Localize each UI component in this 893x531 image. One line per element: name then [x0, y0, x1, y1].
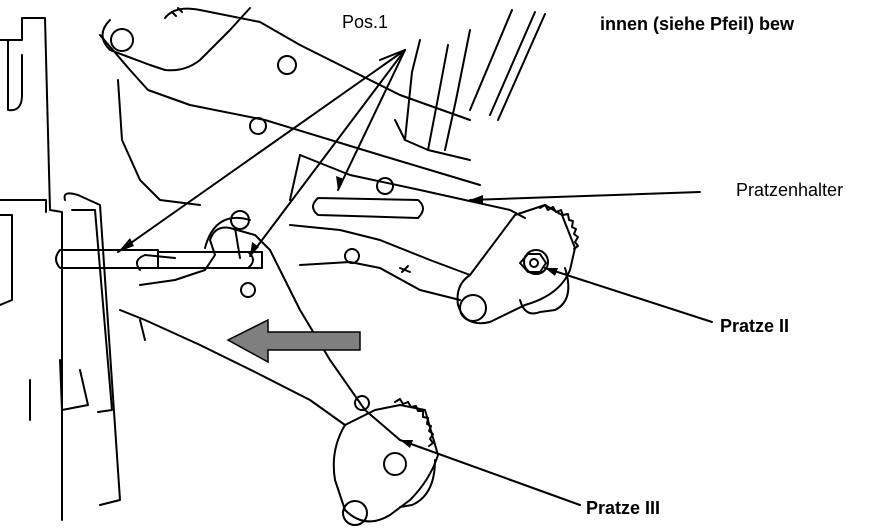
heading-text: innen (siehe Pfeil) bew	[600, 14, 795, 34]
direction-arrow	[226, 318, 361, 364]
pratze-iii-part	[332, 395, 439, 526]
pins	[55, 197, 424, 269]
pratze-ii-part	[456, 204, 579, 325]
leader-arrowheads	[118, 176, 558, 448]
machine-frame-left	[0, 17, 121, 521]
upper-bracket-plate	[99, 7, 481, 206]
pos1-label: Pos.1	[342, 12, 389, 32]
pratzenhalter-arm	[289, 154, 526, 301]
pratze-ii-label: Pratze II	[720, 316, 790, 336]
pratze-iii-label: Pratze III	[586, 498, 661, 518]
guide-rails	[394, 9, 546, 161]
leader-lines	[117, 49, 713, 506]
lower-bracket-plate	[119, 210, 401, 441]
pratzenhalter-label: Pratzenhalter	[736, 180, 844, 200]
